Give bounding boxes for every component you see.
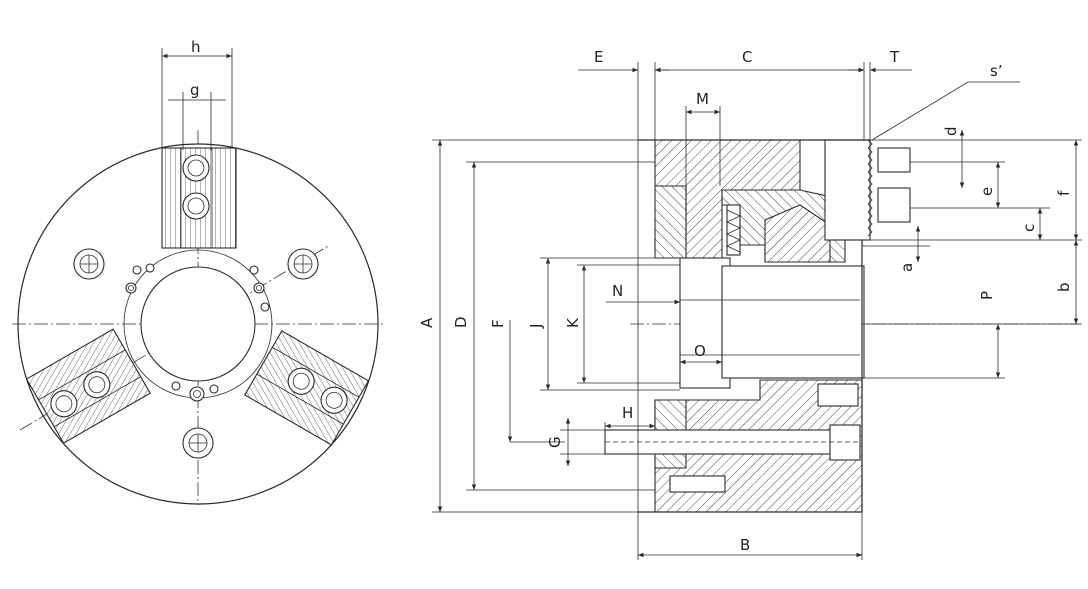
label-a: a xyxy=(898,263,916,272)
dim-O: O xyxy=(680,342,722,365)
label-B: B xyxy=(740,536,750,554)
dim-P: P xyxy=(978,291,1001,378)
mounting-holes xyxy=(73,248,319,459)
label-D: D xyxy=(452,316,470,328)
dim-A: A xyxy=(418,140,443,512)
dim-a: a xyxy=(862,226,930,272)
dim-e: e xyxy=(978,162,1001,208)
label-d: d xyxy=(942,126,960,136)
flange-upper xyxy=(654,185,687,259)
label-H: H xyxy=(622,404,633,422)
jaw-lower-left xyxy=(25,328,151,444)
label-K: K xyxy=(564,317,582,328)
dim-d: d xyxy=(942,126,965,188)
label-h: h xyxy=(191,38,201,56)
label-E: E xyxy=(594,48,603,66)
label-f: f xyxy=(1055,190,1073,196)
label-P: P xyxy=(978,291,996,300)
label-M: M xyxy=(696,90,709,108)
center-bore xyxy=(140,266,256,382)
label-s: s’ xyxy=(990,62,1003,80)
dim-M: M xyxy=(685,90,721,186)
dim-E: E xyxy=(578,48,670,73)
label-A: A xyxy=(418,317,436,328)
dim-K: K xyxy=(564,265,587,383)
label-O: O xyxy=(694,342,706,360)
label-J: J xyxy=(527,324,545,329)
dim-F: F xyxy=(489,319,565,443)
dim-T: T xyxy=(848,48,912,73)
jaw-top xyxy=(161,147,237,249)
spring xyxy=(726,204,741,256)
dim-H: H xyxy=(604,404,655,432)
dim-G: G xyxy=(546,418,605,466)
label-T: T xyxy=(889,48,900,66)
serrated-jaw xyxy=(824,139,871,241)
dim-N: N xyxy=(606,282,680,305)
section-view: E C T s’ M A xyxy=(418,48,1082,560)
label-F: F xyxy=(489,319,507,328)
label-c: c xyxy=(1020,224,1038,232)
label-C: C xyxy=(742,48,752,66)
dim-s-prime: s’ xyxy=(871,62,1020,141)
screw-lower xyxy=(669,475,726,493)
label-N: N xyxy=(612,282,623,300)
dim-b: b xyxy=(1055,240,1079,324)
label-e: e xyxy=(978,187,996,196)
label-G: G xyxy=(546,436,564,448)
dim-f: f xyxy=(1055,140,1079,240)
small-holes xyxy=(125,263,270,402)
dim-J: J xyxy=(527,258,551,390)
front-view: h g xyxy=(12,38,385,505)
dim-h: h xyxy=(161,38,233,148)
jaw-lower-right xyxy=(244,330,370,446)
wedge-upper xyxy=(764,204,831,263)
dim-g: g xyxy=(168,81,226,150)
label-b: b xyxy=(1055,282,1073,292)
screw-right xyxy=(817,383,859,407)
dim-D: D xyxy=(452,162,477,490)
label-g: g xyxy=(190,81,200,99)
dim-C: C xyxy=(655,48,864,73)
dim-c: c xyxy=(1020,208,1043,240)
dim-B: B xyxy=(638,536,862,558)
